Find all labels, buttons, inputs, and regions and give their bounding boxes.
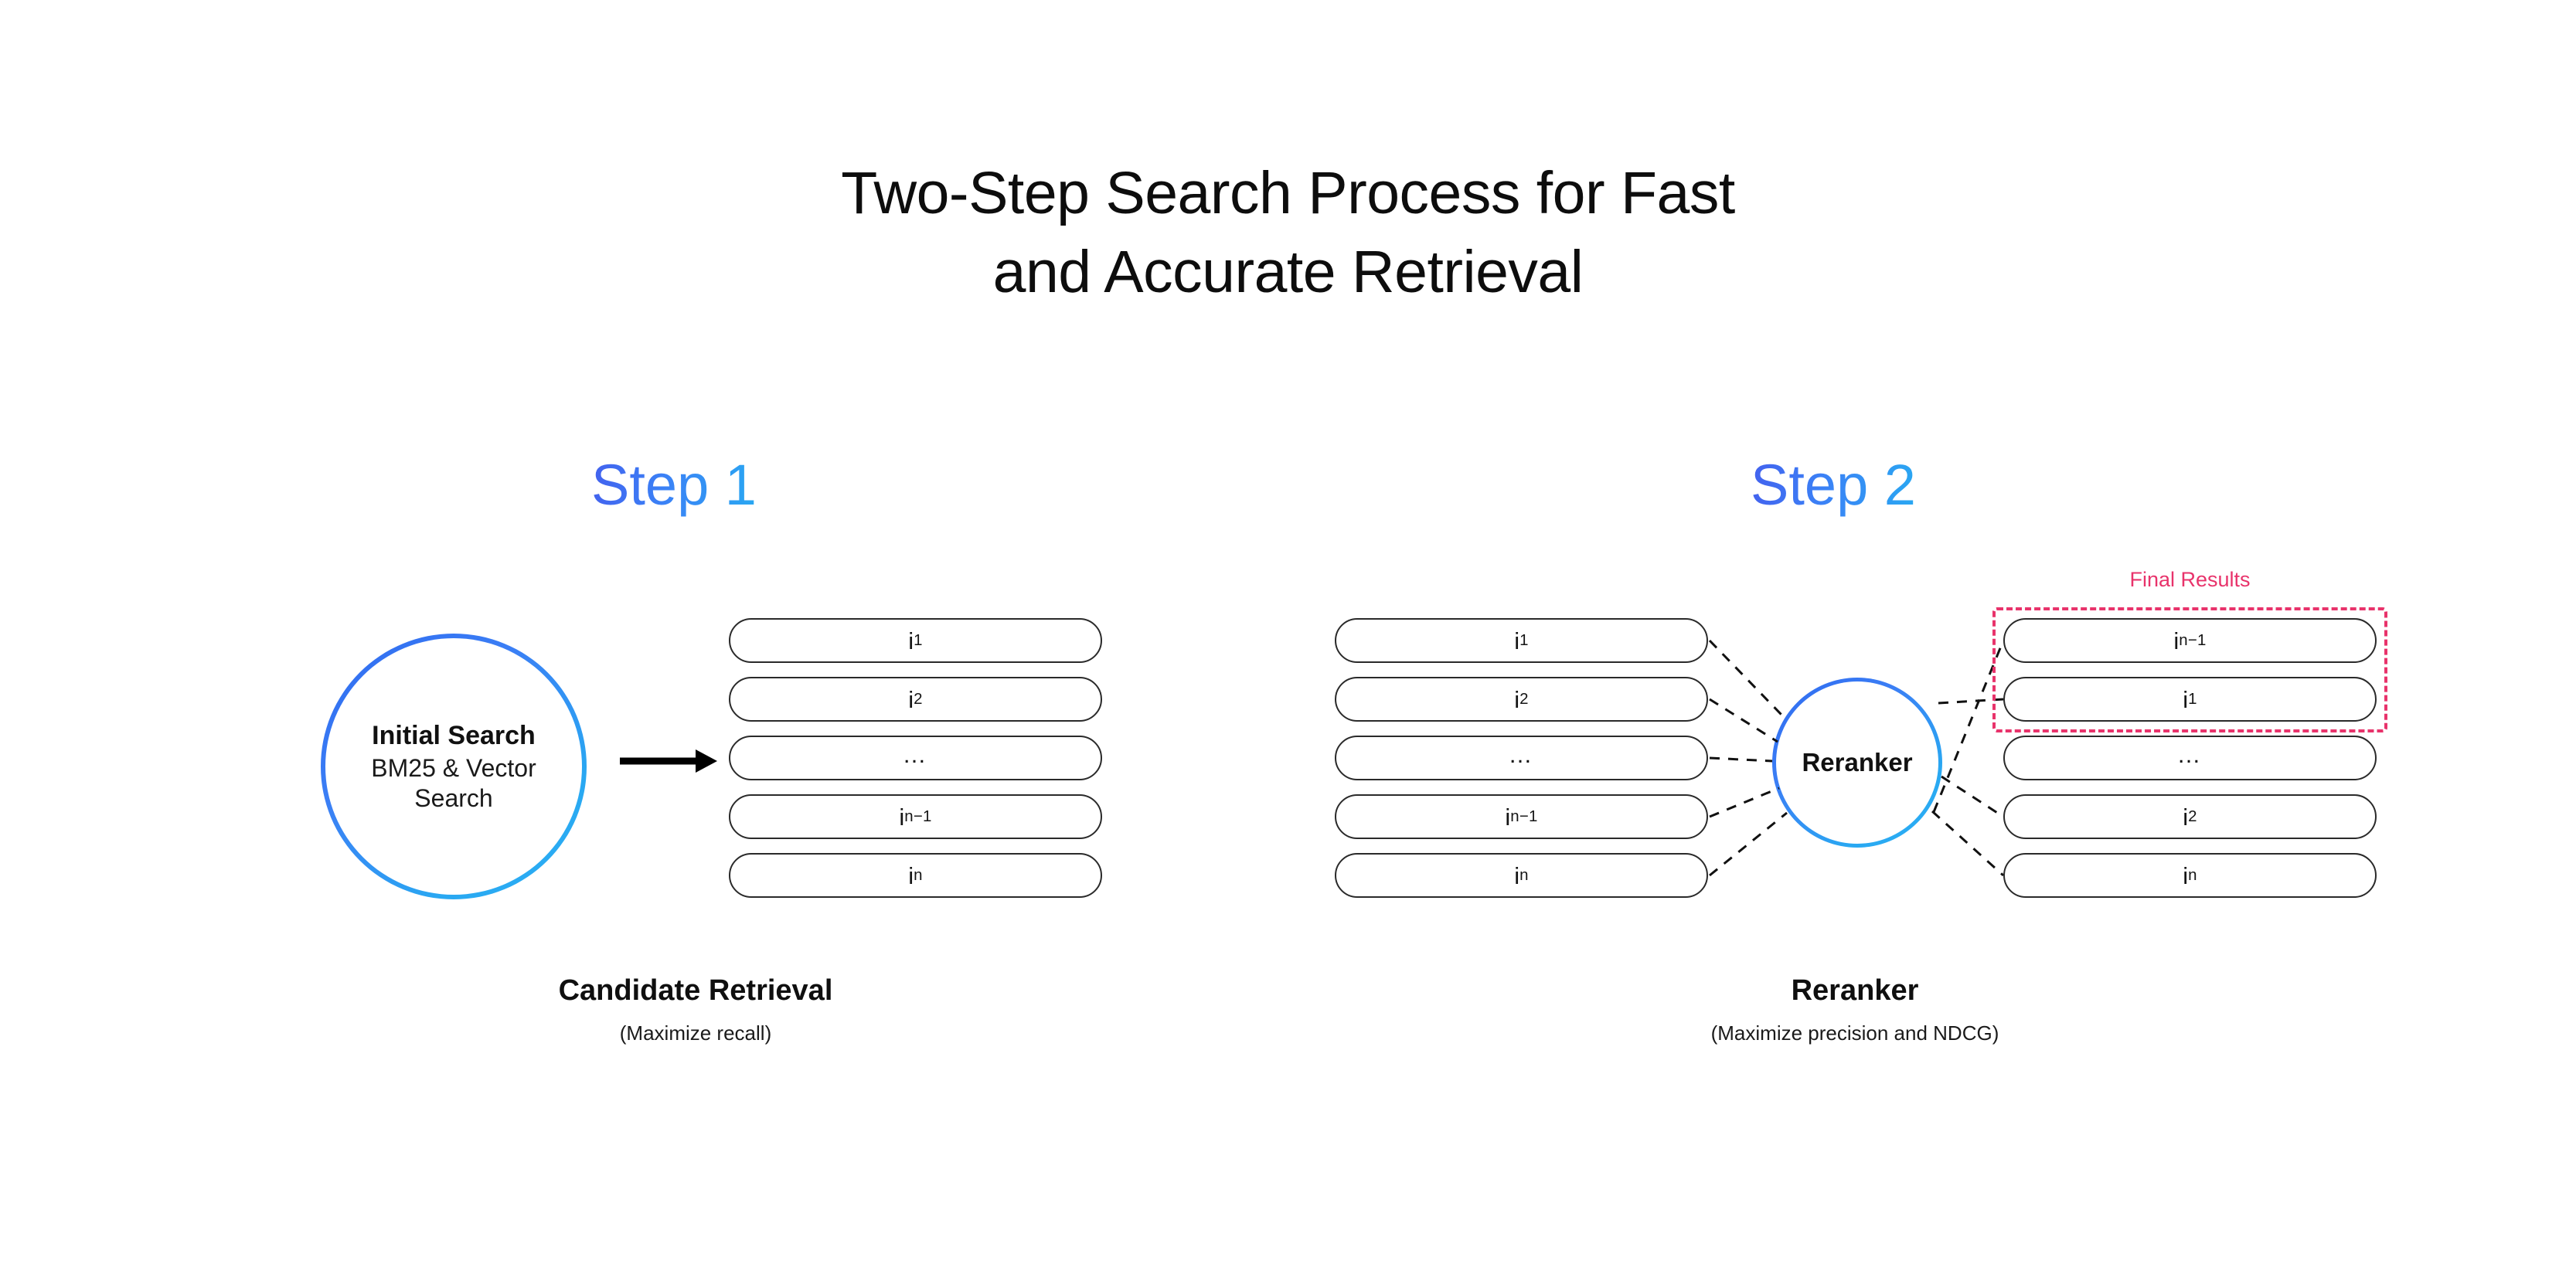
initial-search-node: Initial Search BM25 & Vector Search <box>321 634 587 899</box>
step-1-caption-title: Candidate Retrieval <box>558 974 833 1007</box>
step-2-caption-subtitle: (Maximize precision and NDCG) <box>1710 1021 1999 1045</box>
initial-search-subtitle: BM25 & Vector Search <box>371 754 536 813</box>
connector-line <box>1708 639 1783 716</box>
item-base: i <box>2183 685 2189 713</box>
item-base: i <box>1514 861 1520 889</box>
item-base: i <box>2183 803 2189 831</box>
item-base: i <box>908 861 914 889</box>
step-2-caption-title: Reranker <box>1791 974 1919 1007</box>
candidate-item[interactable]: … <box>729 736 1102 780</box>
step-1-caption: Candidate Retrieval (Maximize recall) <box>464 972 927 1047</box>
reranker-output-edges <box>1931 640 2005 877</box>
reranker-node: Reranker <box>1772 678 1942 848</box>
item-subscript: n <box>2188 865 2197 884</box>
reranker-title: Reranker <box>1802 748 1913 777</box>
item-subscript: n−1 <box>2179 630 2207 649</box>
item-subscript: n <box>1519 865 1529 884</box>
connector-line <box>1709 698 1778 743</box>
item-base: i <box>899 803 905 831</box>
item-subscript: 1 <box>2188 689 2197 708</box>
step-1-label: Step 1 <box>591 453 757 517</box>
connector-line <box>1941 775 2004 818</box>
step-1-caption-subtitle: (Maximize recall) <box>619 1021 772 1045</box>
arrow-right-icon <box>620 749 717 773</box>
page-title: Two-Step Search Process for Fast and Acc… <box>0 155 2576 311</box>
item-base: i <box>1514 685 1520 713</box>
connector-line <box>1709 756 1773 763</box>
item-base: i <box>1505 803 1511 831</box>
connector-line <box>1709 787 1780 818</box>
connector-line <box>1931 810 2005 877</box>
final-results-label: Final Results <box>2129 568 2251 591</box>
connector-line <box>1932 640 2005 813</box>
reranked-result-item[interactable]: … <box>2003 736 2377 780</box>
item-subscript: 1 <box>914 630 923 649</box>
connector-line <box>1938 698 2004 705</box>
item-ellipsis: … <box>2176 740 2203 768</box>
item-ellipsis: … <box>1508 740 1535 768</box>
item-subscript: 2 <box>2188 807 2197 825</box>
item-base: i <box>2183 861 2189 889</box>
item-subscript: 1 <box>1519 630 1529 649</box>
step-2-label: Step 2 <box>1751 453 1916 517</box>
page-title-line-2: and Accurate Retrieval <box>992 238 1584 305</box>
item-subscript: 2 <box>914 689 923 708</box>
reranker-input-item[interactable]: … <box>1335 736 1708 780</box>
item-base: i <box>1514 627 1520 654</box>
item-base: i <box>908 685 914 713</box>
item-ellipsis: … <box>902 740 929 768</box>
item-base: i <box>2173 627 2180 654</box>
item-subscript: n−1 <box>1510 807 1538 825</box>
connector-line <box>1709 811 1788 877</box>
item-subscript: n <box>914 865 923 884</box>
item-subscript: n−1 <box>904 807 932 825</box>
step-2-caption: Reranker (Maximize precision and NDCG) <box>1623 972 2087 1047</box>
page-title-line-1: Two-Step Search Process for Fast <box>841 160 1735 226</box>
item-subscript: 2 <box>1519 689 1529 708</box>
initial-search-title: Initial Search <box>372 720 536 750</box>
item-base: i <box>908 627 914 654</box>
